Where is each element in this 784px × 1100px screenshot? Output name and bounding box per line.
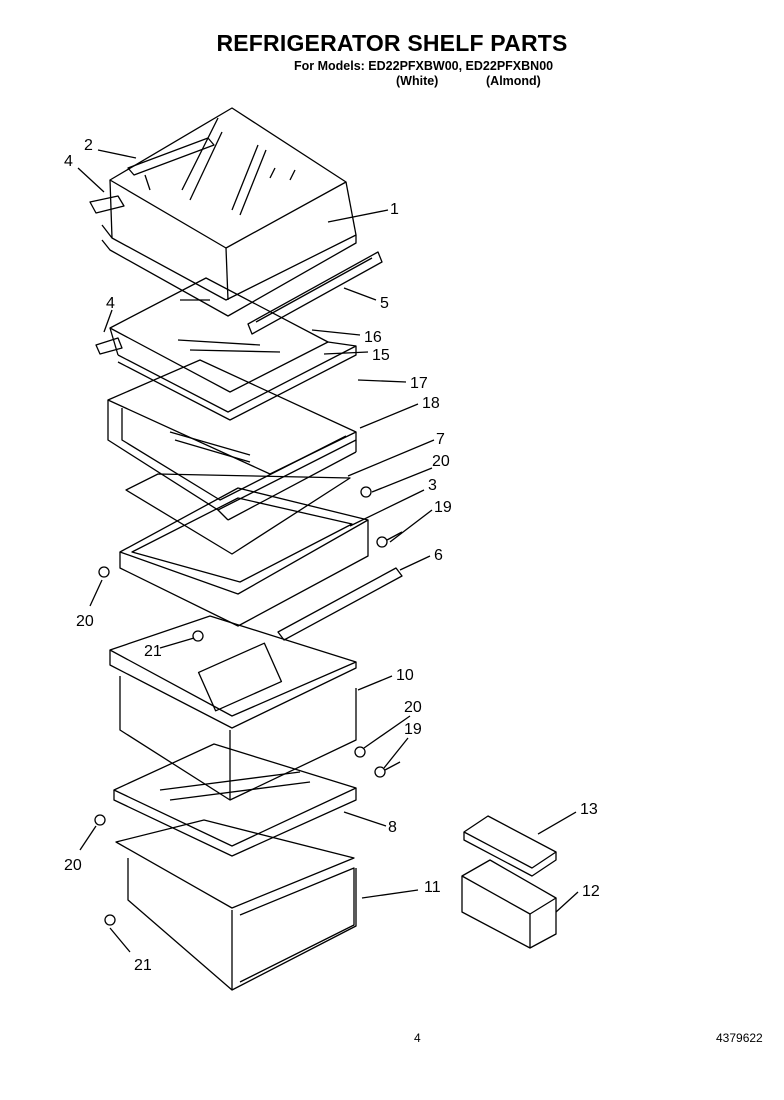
callout-4-lower: 4 bbox=[106, 295, 115, 312]
lower-crisper-cover bbox=[113, 743, 357, 857]
variant-white: (White) bbox=[396, 74, 439, 88]
callout-16: 16 bbox=[364, 329, 382, 346]
small-storage-bin bbox=[461, 815, 557, 949]
callout-4-upper: 4 bbox=[64, 153, 73, 170]
callout-8: 8 bbox=[388, 819, 397, 836]
page-title: REFRIGERATOR SHELF PARTS bbox=[216, 30, 568, 56]
callout-13: 13 bbox=[580, 801, 598, 818]
callout-2: 2 bbox=[84, 137, 93, 154]
glass-shelf-second bbox=[109, 277, 357, 421]
crisper-drawer-upper bbox=[109, 615, 357, 801]
callout-11: 11 bbox=[424, 879, 441, 896]
callout-1: 1 bbox=[390, 201, 399, 218]
document-number: 4379622 bbox=[716, 1031, 763, 1045]
page-number: 4 bbox=[414, 1031, 421, 1045]
callout-3: 3 bbox=[428, 477, 437, 494]
callout-10: 10 bbox=[396, 667, 414, 684]
callout-21-lower: 21 bbox=[134, 957, 152, 974]
crisper-cover-frame bbox=[119, 473, 369, 627]
callout-20-left-upper: 20 bbox=[76, 613, 94, 630]
deli-drawer bbox=[107, 359, 357, 521]
callout-20-left-lower: 20 bbox=[64, 857, 82, 874]
callout-5: 5 bbox=[380, 295, 389, 312]
callout-19-lower: 19 bbox=[404, 721, 422, 738]
leader-lines bbox=[77, 149, 579, 953]
callout-17: 17 bbox=[410, 375, 428, 392]
callout-21-upper: 21 bbox=[144, 643, 162, 660]
callout-12: 12 bbox=[582, 883, 600, 900]
callout-20-right-upper: 20 bbox=[432, 453, 450, 470]
variant-almond: (Almond) bbox=[486, 74, 541, 88]
callout-15: 15 bbox=[372, 347, 390, 364]
shelf-trim-5 bbox=[247, 251, 383, 335]
shelf-trim-2-and-4 bbox=[89, 137, 215, 214]
callout-19-upper: 19 bbox=[434, 499, 452, 516]
callout-7: 7 bbox=[436, 431, 445, 448]
hardware-parts bbox=[94, 486, 403, 926]
callout-6: 6 bbox=[434, 547, 443, 564]
shelf-trim-4b bbox=[95, 337, 123, 355]
crisper-drawer-lower bbox=[115, 819, 357, 991]
callout-20-right-lower: 20 bbox=[404, 699, 422, 716]
callout-numbers: 1 2 4 5 4 16 15 17 18 7 20 3 19 6 20 21 … bbox=[64, 137, 600, 974]
models-line: For Models: ED22PFXBW00, ED22PFXBN00 bbox=[294, 59, 554, 73]
glass-shelf-top bbox=[101, 107, 357, 317]
crisper-rod-6 bbox=[277, 567, 403, 641]
callout-18: 18 bbox=[422, 395, 440, 412]
